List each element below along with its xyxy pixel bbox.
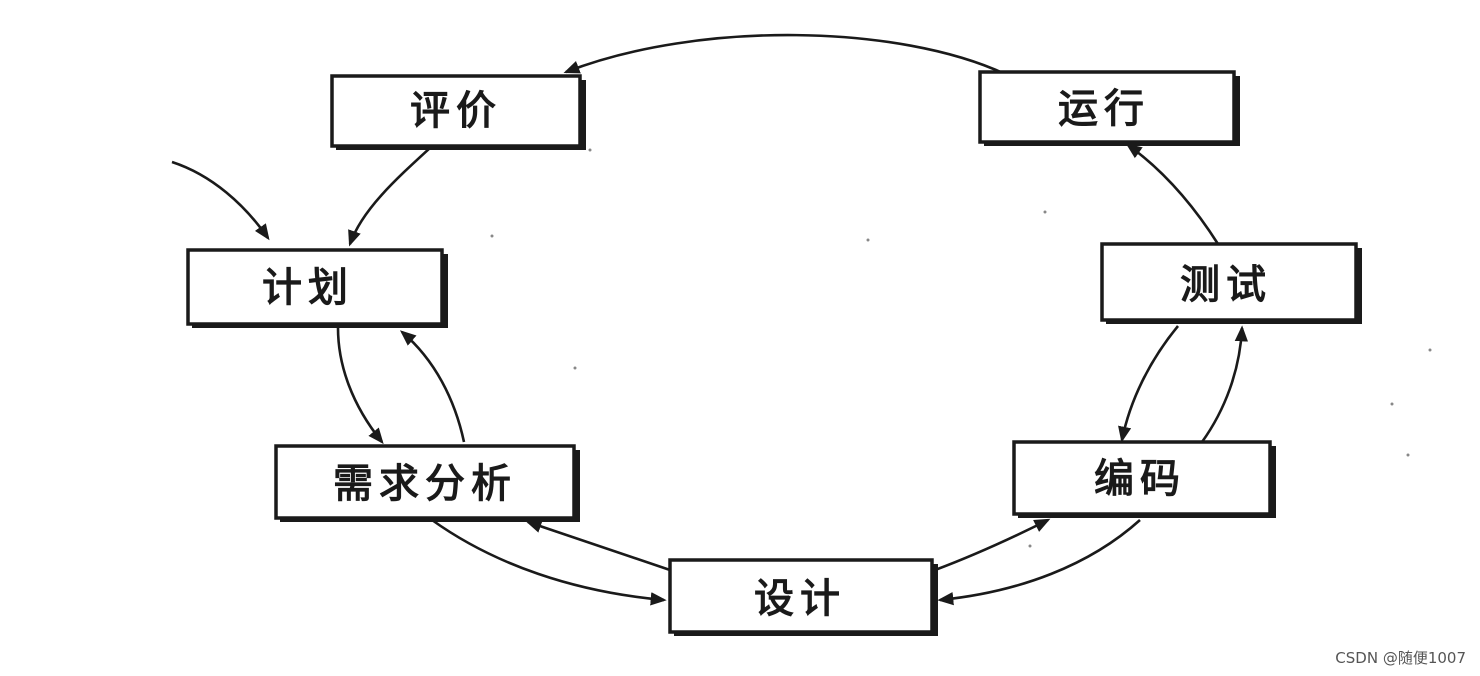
node-ceshi: 测试 xyxy=(1100,242,1362,324)
edge-ceshi-to-bianma xyxy=(1118,325,1180,443)
edge-bianma-to-ceshi xyxy=(1200,325,1249,443)
edge-bianma-to-sheji xyxy=(937,519,1141,606)
node-sheji: 设计 xyxy=(668,558,938,636)
edges xyxy=(171,33,1249,606)
node-bianma: 编码 xyxy=(1012,440,1276,518)
edge-jihua-to-xuqiu xyxy=(336,327,384,445)
edge-entry-to-jihua xyxy=(171,160,270,241)
edge-sheji-to-xuqiu xyxy=(525,520,671,572)
edge-pingjia-to-jihua xyxy=(348,147,431,247)
node-xuqiu: 需求分析 xyxy=(274,444,580,522)
node-yunxing: 运行 xyxy=(978,70,1240,146)
node-sheji-label: 设计 xyxy=(754,576,846,622)
node-pingjia-label: 评价 xyxy=(410,88,502,134)
edge-yunxing-to-pingjia xyxy=(563,33,1006,76)
watermark: CSDN @随便1007 xyxy=(1335,649,1466,667)
node-jihua-label: 计划 xyxy=(262,265,354,311)
node-yunxing-label: 运行 xyxy=(1058,86,1150,132)
node-pingjia: 评价 xyxy=(330,74,586,150)
edge-xuqiu-to-sheji xyxy=(431,518,667,606)
edge-sheji-to-bianma xyxy=(934,518,1051,572)
edge-ceshi-to-yunxing xyxy=(1125,143,1220,245)
node-xuqiu-label: 需求分析 xyxy=(333,461,517,507)
node-bianma-label: 编码 xyxy=(1094,456,1186,502)
edge-xuqiu-to-jihua xyxy=(399,330,466,443)
scan-specks xyxy=(490,148,1432,548)
node-jihua: 计划 xyxy=(186,248,448,328)
node-ceshi-label: 测试 xyxy=(1180,262,1272,308)
